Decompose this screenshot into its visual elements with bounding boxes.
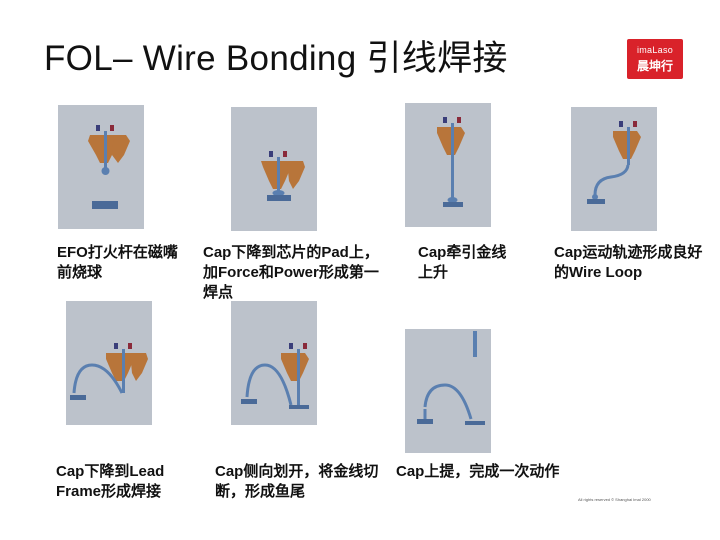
tail-cut-icon: [241, 343, 309, 409]
step-4-illustration: [571, 107, 657, 231]
step-5-illustration: [66, 301, 152, 425]
logo-text-en: imaLaso: [636, 45, 674, 55]
step-2-caption: Cap下降到芯片的Pad上，加Force和Power形成第一焊点: [203, 244, 379, 301]
step-7-caption: Cap上提，完成一次动作: [396, 463, 560, 480]
wire-loop-icon: [587, 121, 641, 204]
step-1-caption: EFO打火杆在磁嘴前烧球: [57, 244, 178, 281]
step-2-illustration: [231, 107, 317, 231]
cap-lift-icon: [417, 331, 485, 425]
wire-rise-icon: [437, 117, 465, 207]
logo-text-cn: 晨坤行: [636, 59, 673, 73]
brand-logo: imaLaso 晨坤行: [627, 39, 683, 79]
copyright-note: All rights reserved © Shanghai Imal 2000: [578, 497, 651, 502]
step-3-caption: Cap牵引金线上升: [418, 244, 507, 281]
second-bond-icon: [70, 343, 148, 400]
step-4-caption: Cap运动轨迹形成良好的Wire Loop: [554, 244, 703, 281]
first-bond-icon: [261, 151, 305, 201]
step-1-illustration: [58, 105, 144, 229]
step-6-illustration: [231, 301, 317, 425]
step-5-caption: Cap下降到Lead Frame形成焊接: [56, 463, 165, 500]
step-7-illustration: [405, 329, 491, 453]
page-title: FOL– Wire Bonding 引线焊接: [44, 39, 508, 78]
step-6-caption: Cap侧向划开，将金线切断，形成鱼尾: [215, 463, 379, 500]
step-3-illustration: [405, 103, 491, 227]
efo-ball-icon: [88, 125, 130, 209]
